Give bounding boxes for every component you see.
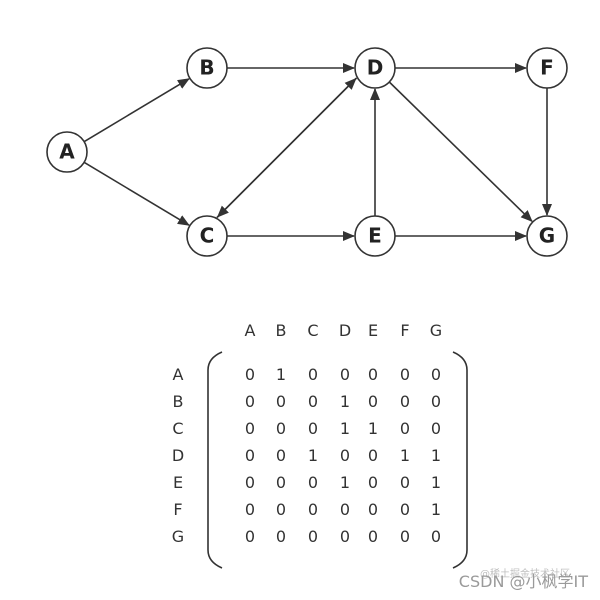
matrix-cell: 0	[244, 392, 256, 411]
node-g: G	[526, 215, 568, 257]
column-header-e: E	[367, 321, 379, 340]
node-a: A	[46, 131, 88, 173]
column-header-a: A	[244, 321, 256, 340]
node-label: E	[368, 224, 382, 248]
matrix-cell: 0	[339, 527, 351, 546]
matrix-right-bracket	[452, 351, 468, 569]
matrix-cell: 1	[307, 446, 319, 465]
matrix-cell: 0	[367, 473, 379, 492]
graph-edges	[83, 63, 552, 241]
row-header-d: D	[171, 446, 185, 465]
column-header-d: D	[338, 321, 352, 340]
matrix-cell: 0	[367, 527, 379, 546]
matrix-cell: 0	[430, 419, 442, 438]
node-circle	[186, 215, 228, 257]
matrix-cell: 0	[244, 365, 256, 384]
matrix-cell: 0	[399, 392, 411, 411]
matrix-cell: 0	[275, 419, 287, 438]
matrix-cell: 0	[399, 527, 411, 546]
matrix-cell: 1	[430, 500, 442, 519]
row-header-c: C	[172, 419, 184, 438]
node-circle	[526, 215, 568, 257]
matrix-cell: 0	[244, 419, 256, 438]
matrix-cell: 0	[339, 446, 351, 465]
matrix-cell: 0	[275, 473, 287, 492]
column-header-b: B	[275, 321, 287, 340]
matrix-cell: 0	[275, 500, 287, 519]
matrix-cell: 0	[307, 365, 319, 384]
matrix-cell: 0	[367, 500, 379, 519]
matrix-cell: 0	[339, 365, 351, 384]
node-b: B	[186, 47, 228, 89]
node-c: C	[186, 215, 228, 257]
row-header-e: E	[172, 473, 184, 492]
watermark: CSDN @小枫学IT	[458, 572, 588, 591]
directed-graph: A B C D E F G	[46, 47, 568, 257]
matrix-cell: 0	[307, 527, 319, 546]
node-circle	[354, 215, 396, 257]
node-label: C	[200, 224, 215, 248]
matrix-cell: 0	[275, 446, 287, 465]
matrix-cell: 1	[399, 446, 411, 465]
node-label: A	[59, 140, 75, 164]
matrix-cell: 1	[367, 419, 379, 438]
column-header-g: G	[429, 321, 443, 340]
matrix-cell: 1	[339, 419, 351, 438]
row-header-g: G	[171, 527, 185, 546]
matrix-cell: 0	[275, 527, 287, 546]
row-header-b: B	[172, 392, 184, 411]
edge-d-to-g	[388, 81, 533, 222]
matrix-cell: 0	[367, 365, 379, 384]
matrix-cell: 0	[244, 446, 256, 465]
matrix-cell: 0	[275, 392, 287, 411]
matrix-cell: 1	[339, 392, 351, 411]
node-f: F	[526, 47, 568, 89]
matrix-cell: 0	[399, 473, 411, 492]
row-header-a: A	[172, 365, 184, 384]
matrix-cell: 0	[244, 527, 256, 546]
matrix-cell: 1	[430, 446, 442, 465]
matrix-cell: 0	[430, 365, 442, 384]
node-label: B	[199, 56, 214, 80]
matrix-left-bracket	[207, 351, 223, 569]
matrix-cell: 1	[275, 365, 287, 384]
matrix-cell: 0	[399, 500, 411, 519]
node-label: F	[540, 56, 554, 80]
edge-a-to-c	[83, 161, 190, 226]
matrix-cell: 0	[430, 527, 442, 546]
matrix-cell: 0	[339, 500, 351, 519]
matrix-cell: 1	[430, 473, 442, 492]
node-circle	[46, 131, 88, 173]
matrix-cell: 0	[307, 392, 319, 411]
matrix-cell: 1	[339, 473, 351, 492]
node-circle	[526, 47, 568, 89]
row-header-f: F	[173, 500, 183, 519]
node-label: D	[367, 56, 384, 80]
graph-nodes: A B C D E F G	[46, 47, 568, 257]
node-circle	[186, 47, 228, 89]
matrix-cell: 0	[307, 473, 319, 492]
node-circle	[354, 47, 396, 89]
edge-a-to-b	[83, 78, 190, 143]
edge-d-to-c	[216, 77, 358, 218]
column-header-f: F	[400, 321, 410, 340]
column-header-c: C	[307, 321, 319, 340]
matrix-cell: 0	[367, 392, 379, 411]
matrix-cell: 0	[244, 473, 256, 492]
watermark-subtext: @稀土掘金技术社区	[480, 569, 570, 580]
node-label: G	[539, 224, 555, 248]
node-d: D	[354, 47, 396, 89]
matrix-cell: 0	[399, 419, 411, 438]
matrix-cell: 0	[244, 500, 256, 519]
matrix-cell: 0	[307, 500, 319, 519]
node-e: E	[354, 215, 396, 257]
matrix-cell: 0	[430, 392, 442, 411]
matrix-cell: 0	[399, 365, 411, 384]
matrix-cell: 0	[367, 446, 379, 465]
matrix-cell: 0	[307, 419, 319, 438]
